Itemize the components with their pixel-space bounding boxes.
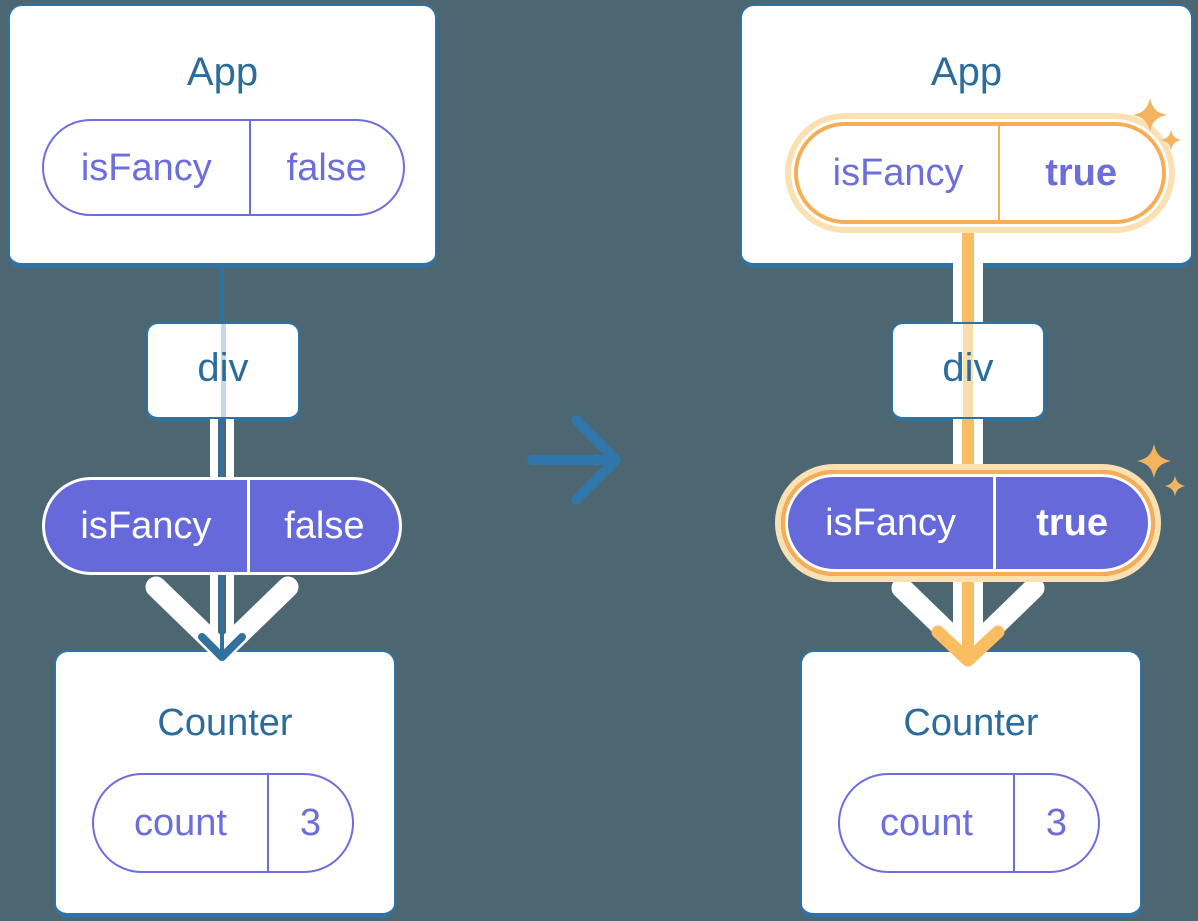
element-label: div <box>197 346 249 390</box>
pill-highlight-ring: isFancy true <box>794 122 1166 224</box>
prop-name: isFancy <box>832 151 964 194</box>
app-component-card: App isFancy false <box>8 4 437 268</box>
state-value: 3 <box>266 775 352 871</box>
sparkles-icon <box>1133 98 1182 151</box>
arrow-down-icon <box>891 582 1045 667</box>
state-pill: count 3 <box>92 773 354 873</box>
div-element-card: div <box>891 322 1045 421</box>
pill-highlight-ring: isFancy true <box>781 470 1155 576</box>
component-title: Counter <box>903 702 1039 744</box>
prop-value: true <box>998 126 1162 220</box>
highlighted-passed-prop-pill: isFancy true <box>775 464 1161 582</box>
component-title: App <box>930 50 1003 94</box>
prop-name: isFancy <box>825 502 957 544</box>
prop-name: isFancy <box>80 505 212 547</box>
arrow-right-icon <box>527 415 621 505</box>
prop-flow-pipe <box>210 419 234 479</box>
component-title: Counter <box>157 702 293 744</box>
prop-name: isFancy <box>80 146 212 189</box>
state-pill: count 3 <box>838 773 1100 873</box>
prop-pill: isFancy false <box>42 119 405 216</box>
component-title: App <box>186 50 259 94</box>
passed-prop-pill: isFancy true <box>785 474 1151 572</box>
prop-flow-pipe <box>953 229 983 324</box>
element-label: div <box>942 346 994 390</box>
state-name: count <box>879 802 973 844</box>
counter-component-card: Counter count 3 <box>800 650 1142 918</box>
sparkles-icon <box>1137 444 1186 497</box>
highlighted-prop-pill: isFancy true <box>785 113 1175 233</box>
prop-value: false <box>248 121 403 214</box>
tree-edge-through <box>220 324 226 417</box>
tree-edge <box>220 266 224 324</box>
state-name: count <box>133 802 227 844</box>
prop-value: true <box>993 477 1148 569</box>
passed-prop-pill: isFancy false <box>42 477 402 575</box>
arrow-down-icon <box>145 575 299 662</box>
counter-component-card: Counter count 3 <box>54 650 396 918</box>
prop-value: false <box>246 480 399 572</box>
state-value: 3 <box>1012 775 1098 871</box>
div-element-card: div <box>146 322 300 421</box>
prop-flow-through <box>963 324 973 417</box>
